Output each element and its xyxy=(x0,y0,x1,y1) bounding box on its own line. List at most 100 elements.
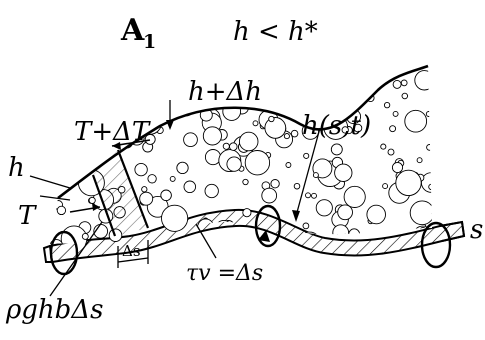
particle-circle xyxy=(176,161,189,175)
particle-circle xyxy=(238,131,259,152)
particle-circle xyxy=(293,182,301,190)
free-surface-line xyxy=(57,64,429,200)
bed-ellipse-right xyxy=(420,221,452,269)
ds-dimension-line xyxy=(117,257,149,263)
leader-T xyxy=(39,195,71,201)
hdh-arrowhead xyxy=(166,120,174,130)
leader-shear xyxy=(195,223,217,259)
particle-circle xyxy=(306,78,329,101)
particle-circle xyxy=(141,186,148,193)
particle-circle xyxy=(338,72,348,82)
particle-circle xyxy=(283,133,290,140)
label-top-height: h+Δh xyxy=(188,77,262,107)
particle-circle xyxy=(343,185,366,208)
particle-circle xyxy=(95,106,106,117)
particle-circle xyxy=(244,150,271,176)
label-axis: s xyxy=(470,215,483,245)
particle-circle xyxy=(50,150,61,161)
particle-circle xyxy=(392,79,402,89)
particle-circle xyxy=(169,175,176,182)
particle-circle xyxy=(330,143,343,156)
particle-circle xyxy=(166,104,178,116)
particle-circle xyxy=(56,205,67,216)
particle-circle xyxy=(355,86,363,93)
particle-circle xyxy=(265,98,278,112)
bed-ellipse-middle xyxy=(254,204,282,248)
particle-circle xyxy=(332,224,350,242)
element-hatch xyxy=(93,150,148,236)
depth-fn-arrowhead xyxy=(292,210,300,222)
particle-circle xyxy=(158,66,168,70)
h-plus-dh-dimension xyxy=(166,100,174,130)
particle-circle xyxy=(400,79,408,87)
particle-circle xyxy=(119,74,126,82)
particle-circle xyxy=(85,157,93,165)
force-dT-arrowhead xyxy=(112,142,121,150)
particle-circle xyxy=(326,79,337,89)
axis-tab xyxy=(439,220,466,242)
particle-circle xyxy=(51,125,65,138)
particle-circle xyxy=(380,143,387,150)
particle-circle xyxy=(269,81,286,98)
particle-circle xyxy=(268,115,275,123)
particle-circle xyxy=(87,153,94,160)
particle-circle xyxy=(108,66,129,76)
particle-circle xyxy=(416,157,423,164)
particle-circle xyxy=(420,172,432,193)
particle-circle xyxy=(409,200,432,226)
control-element xyxy=(29,139,151,297)
particle-circle xyxy=(204,149,222,166)
particle-circle xyxy=(176,235,197,247)
particle-circle xyxy=(71,107,82,118)
particle-circle xyxy=(242,178,249,186)
particle-circle xyxy=(353,123,363,133)
particle-circle xyxy=(299,86,307,94)
particle-circle xyxy=(222,142,230,150)
label-weight: ρghbΔs xyxy=(5,295,103,325)
particle-circle xyxy=(53,176,60,183)
particle-circle xyxy=(144,92,151,99)
particle-circle xyxy=(183,180,197,194)
particle-circle xyxy=(404,109,428,133)
particle-circle xyxy=(147,174,157,184)
particle-circle xyxy=(252,120,259,127)
particle-circle xyxy=(308,92,316,100)
particle-circle xyxy=(401,92,409,100)
particle-circle xyxy=(50,94,69,120)
label-delta-s: Δs xyxy=(122,242,141,260)
particle-circle xyxy=(105,88,114,97)
particle-circle xyxy=(80,66,92,75)
title-group: A 1 h < h* xyxy=(120,13,318,53)
particle-circle xyxy=(82,90,93,101)
particle-circle xyxy=(312,172,319,179)
bed-ellipse-left xyxy=(49,230,79,276)
leader-depth-fn xyxy=(295,127,321,217)
particle-circle xyxy=(348,228,361,241)
particle-circle xyxy=(144,83,153,92)
particle-circle xyxy=(387,148,395,156)
label-left-height: h xyxy=(8,153,25,183)
particle-circle xyxy=(261,187,278,204)
particle-circle xyxy=(236,225,253,241)
particle-circle xyxy=(337,66,346,74)
particle-circle xyxy=(97,66,115,77)
particle-circle xyxy=(139,191,154,206)
particle-circle xyxy=(161,204,189,232)
particle-circle xyxy=(285,162,292,168)
leader-h xyxy=(29,175,71,189)
particle-circle xyxy=(217,232,241,247)
particle-circle xyxy=(202,126,222,146)
particle-circle xyxy=(98,83,106,91)
label-shear: τv =Δs xyxy=(186,261,263,286)
particle-circle xyxy=(428,183,432,191)
ellipse-middle-arrow xyxy=(258,230,270,242)
particle-circle xyxy=(339,99,348,108)
particle-circle xyxy=(412,66,420,70)
particle-circle xyxy=(177,67,184,74)
particle-circle xyxy=(270,179,280,189)
particle-circle xyxy=(143,70,152,79)
label-depth-fn: h(s,t) xyxy=(302,111,371,141)
particle-circle xyxy=(160,189,172,202)
particle-circle xyxy=(383,101,391,109)
